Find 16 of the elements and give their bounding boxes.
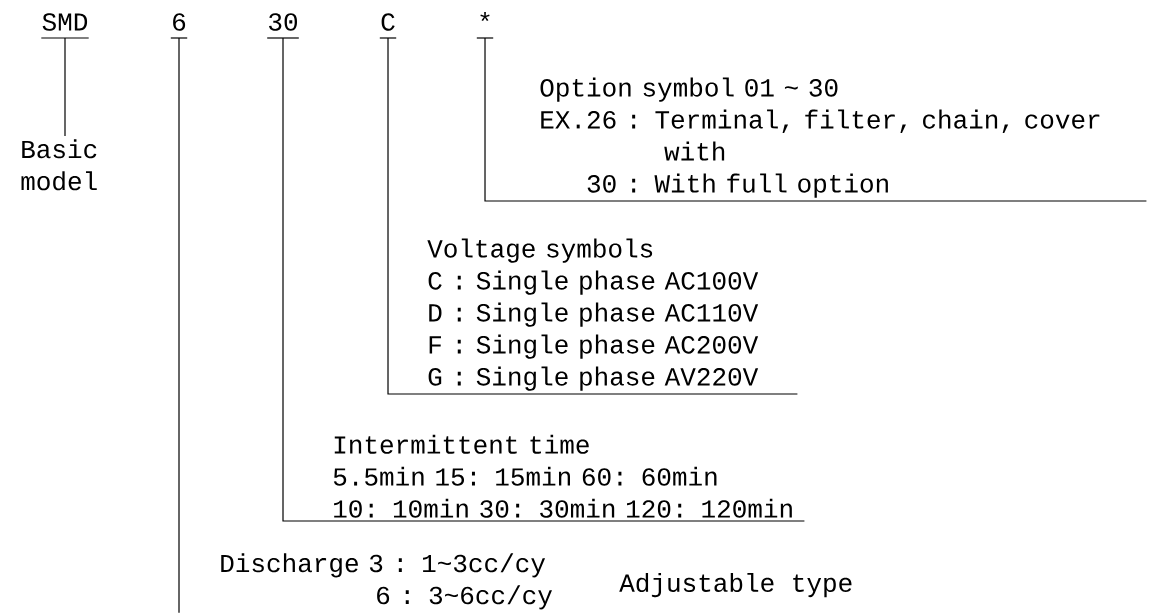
description-text: Basic model <box>21 139 97 191</box>
description-text: Voltage symbols C : Single phase AC100V D : Single phase AC110V F : Single phase AC200V G : Single phase AV220V <box>427 238 759 391</box>
leader-line <box>484 37 1147 202</box>
leader-line <box>387 37 798 395</box>
code-segment: C <box>379 13 397 39</box>
code-segment: * <box>476 11 494 39</box>
description-text: Option symbol 01 ~ 30 EX.26 : Terminal, filter, chain, cover with 30 : With full option <box>540 77 1100 198</box>
leader-line <box>178 37 180 614</box>
code-segment: 30 <box>266 13 300 39</box>
code-segment: 6 <box>170 13 188 39</box>
leader-line <box>64 37 66 137</box>
description-text: Discharge 3 : 1~3cc/cy 6 : 3~6cc/cy Adjustable type <box>221 553 852 610</box>
description-text: Intermittent time 5.5min 15: 15min 60: 60min 10: 10min 30: 30min 120: 120min <box>333 434 792 518</box>
code-segment: SMD <box>40 13 90 39</box>
leader-line <box>282 37 805 522</box>
beside-text: Adjustable type <box>619 572 852 598</box>
